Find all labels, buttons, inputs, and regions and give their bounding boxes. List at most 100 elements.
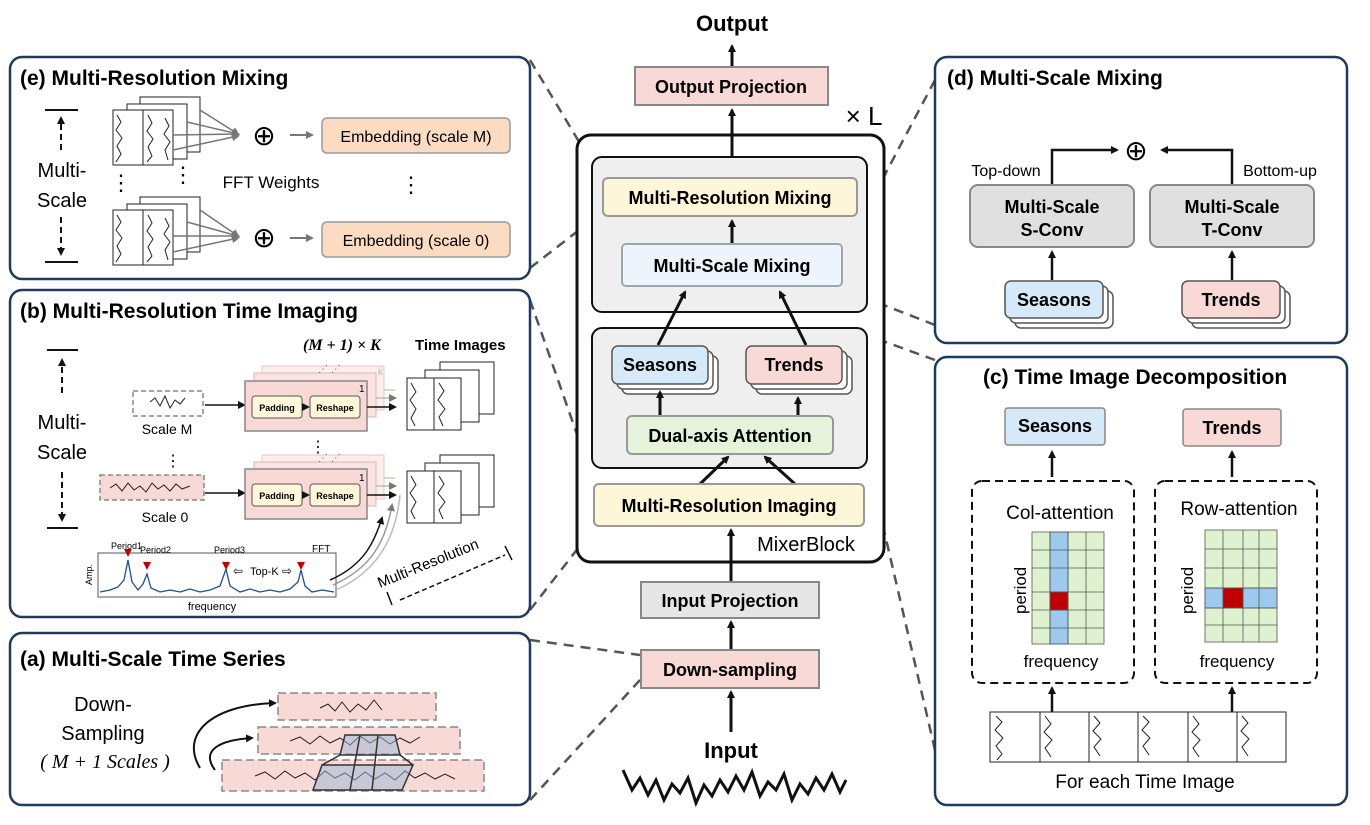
amp-label: Amp. bbox=[84, 564, 94, 585]
scales-label: ( M + 1 Scales ) bbox=[40, 751, 170, 773]
scale-0-series bbox=[99, 474, 205, 501]
svg-text:⋮: ⋮ bbox=[165, 453, 181, 470]
down-sampling-label: Down-sampling bbox=[663, 660, 797, 680]
svg-text:Row-attention: Row-attention bbox=[1180, 499, 1297, 520]
svg-text:T-Conv: T-Conv bbox=[1202, 220, 1263, 240]
time-images-label: Time Images bbox=[415, 337, 506, 354]
row-attention-grid bbox=[1204, 529, 1278, 643]
svg-text:⇨: ⇨ bbox=[282, 564, 292, 578]
fft-weights-label: FFT Weights bbox=[223, 173, 320, 192]
svg-text:1: 1 bbox=[359, 384, 365, 395]
svg-text:Multi-Scale: Multi-Scale bbox=[1004, 197, 1099, 217]
svg-text:Seasons: Seasons bbox=[1018, 416, 1092, 436]
svg-text:⋰ ⋰: ⋰ ⋰ bbox=[318, 453, 341, 464]
svg-text:Padding: Padding bbox=[259, 491, 295, 501]
svg-text:k: k bbox=[378, 367, 384, 378]
embedding-0-label: Embedding (scale 0) bbox=[343, 233, 490, 250]
panel-a: (a) Multi-Scale Time Series Down- Sampli… bbox=[8, 631, 532, 807]
svg-text:FFT: FFT bbox=[312, 544, 330, 555]
output-label: Output bbox=[696, 11, 769, 36]
scale-0-label: Scale 0 bbox=[142, 509, 189, 525]
input-label: Input bbox=[704, 738, 758, 763]
sum-icon-top: ⊕ bbox=[252, 120, 275, 151]
series-scale-top bbox=[277, 692, 437, 721]
for-each-label: For each Time Image bbox=[1055, 772, 1235, 793]
svg-text:1: 1 bbox=[359, 473, 365, 484]
top-down-label: Top-down bbox=[971, 163, 1040, 180]
time-image-strip bbox=[989, 711, 1287, 763]
panel-d: (d) Multi-Scale Mixing ⊕ Top-down Bottom… bbox=[933, 55, 1349, 345]
panel-e-scale: Scale bbox=[37, 190, 87, 212]
svg-text:⋮: ⋮ bbox=[110, 170, 132, 195]
embedding-m-box bbox=[321, 117, 511, 154]
svg-text:Reshape: Reshape bbox=[316, 403, 354, 413]
svg-text:Seasons: Seasons bbox=[1017, 290, 1091, 310]
dual-axis-attention-label: Dual-axis Attention bbox=[648, 426, 811, 446]
multi-scale-mixing-label: Multi-Scale Mixing bbox=[653, 256, 810, 276]
times-l-label: × L bbox=[846, 101, 883, 131]
panel-e-multi: Multi- bbox=[38, 160, 87, 182]
sum-icon-bottom: ⊕ bbox=[252, 222, 275, 253]
panel-b: (b) Multi-Resolution Time Imaging (M + 1… bbox=[8, 288, 532, 619]
seasons-label: Seasons bbox=[623, 355, 697, 375]
time-images-stack-0 bbox=[406, 454, 495, 524]
time-images-stack-m bbox=[406, 361, 495, 431]
d-seasons-box bbox=[1004, 280, 1104, 319]
svg-text:Padding: Padding bbox=[259, 403, 295, 413]
svg-text:Trends: Trends bbox=[1202, 418, 1261, 438]
multi-resolution-imaging-box bbox=[593, 483, 865, 527]
svg-text:Col-attention: Col-attention bbox=[1006, 503, 1114, 524]
sum-icon-d: ⊕ bbox=[1124, 135, 1147, 166]
padding-reshape-stack-m: Padding Reshape 1 k ⋰ ⋰ bbox=[244, 364, 385, 432]
svg-text:S-Conv: S-Conv bbox=[1021, 220, 1084, 240]
c-seasons-box bbox=[1004, 407, 1106, 446]
frequency-label: frequency bbox=[188, 601, 237, 613]
svg-text:Top-K: Top-K bbox=[250, 566, 279, 578]
multi-scale-mixing-box bbox=[621, 243, 843, 287]
svg-text:frequency: frequency bbox=[1024, 652, 1099, 671]
svg-text:⋮: ⋮ bbox=[400, 172, 422, 197]
padding-reshape-stack-0: Padding Reshape 1 ⋰ ⋰ bbox=[244, 453, 385, 520]
dual-axis-attention-box bbox=[626, 415, 834, 455]
output-projection-label: Output Projection bbox=[655, 77, 807, 97]
svg-text:Reshape: Reshape bbox=[316, 491, 354, 501]
svg-text:⋮: ⋮ bbox=[310, 439, 326, 456]
svg-text:⋰ ⋰: ⋰ ⋰ bbox=[318, 364, 341, 375]
col-attention-grid bbox=[1031, 531, 1105, 645]
panel-b-scale: Scale bbox=[37, 442, 87, 464]
panel-b-title: (b) Multi-Resolution Time Imaging bbox=[20, 300, 358, 323]
c-trends-box bbox=[1182, 408, 1282, 447]
center-pipeline: Output Output Projection × L Multi-Resol… bbox=[575, 11, 886, 808]
time-image-stack-0 bbox=[112, 196, 201, 266]
embedding-m-label: Embedding (scale M) bbox=[340, 129, 491, 146]
bottom-up-label: Bottom-up bbox=[1243, 163, 1317, 180]
svg-text:period: period bbox=[1178, 567, 1197, 614]
svg-text:frequency: frequency bbox=[1200, 652, 1275, 671]
down-label: Down- bbox=[74, 694, 132, 716]
panel-e: (e) Multi-Resolution Mixing Multi- Scale… bbox=[8, 55, 532, 281]
panel-e-title: (e) Multi-Resolution Mixing bbox=[20, 67, 288, 90]
down-sampling-box bbox=[640, 649, 820, 689]
svg-text:Period3: Period3 bbox=[214, 545, 245, 555]
t-conv-box bbox=[1149, 184, 1315, 248]
svg-text:⇦: ⇦ bbox=[233, 564, 243, 578]
svg-text:period: period bbox=[1011, 567, 1030, 614]
d-trends-box bbox=[1181, 280, 1281, 319]
input-projection-box bbox=[640, 581, 820, 619]
panel-a-title: (a) Multi-Scale Time Series bbox=[20, 648, 286, 671]
s-conv-box bbox=[969, 184, 1135, 248]
input-series-wave bbox=[621, 767, 848, 808]
trends-label: Trends bbox=[764, 355, 823, 375]
svg-text:⋮: ⋮ bbox=[172, 162, 194, 187]
svg-text:Trends: Trends bbox=[1201, 290, 1260, 310]
panel-c: (c) Time Image Decomposition Seasons Tre… bbox=[933, 355, 1349, 807]
output-projection-box bbox=[634, 66, 829, 106]
panel-b-multi: Multi- bbox=[38, 412, 87, 434]
scale-m-label: Scale M bbox=[142, 421, 193, 437]
embedding-0-box bbox=[321, 221, 511, 258]
time-images-count: (M + 1) × K bbox=[303, 337, 382, 354]
overlay-window bbox=[311, 734, 415, 791]
panel-d-title: (d) Multi-Scale Mixing bbox=[947, 67, 1163, 90]
svg-text:Period1: Period1 bbox=[111, 541, 142, 551]
